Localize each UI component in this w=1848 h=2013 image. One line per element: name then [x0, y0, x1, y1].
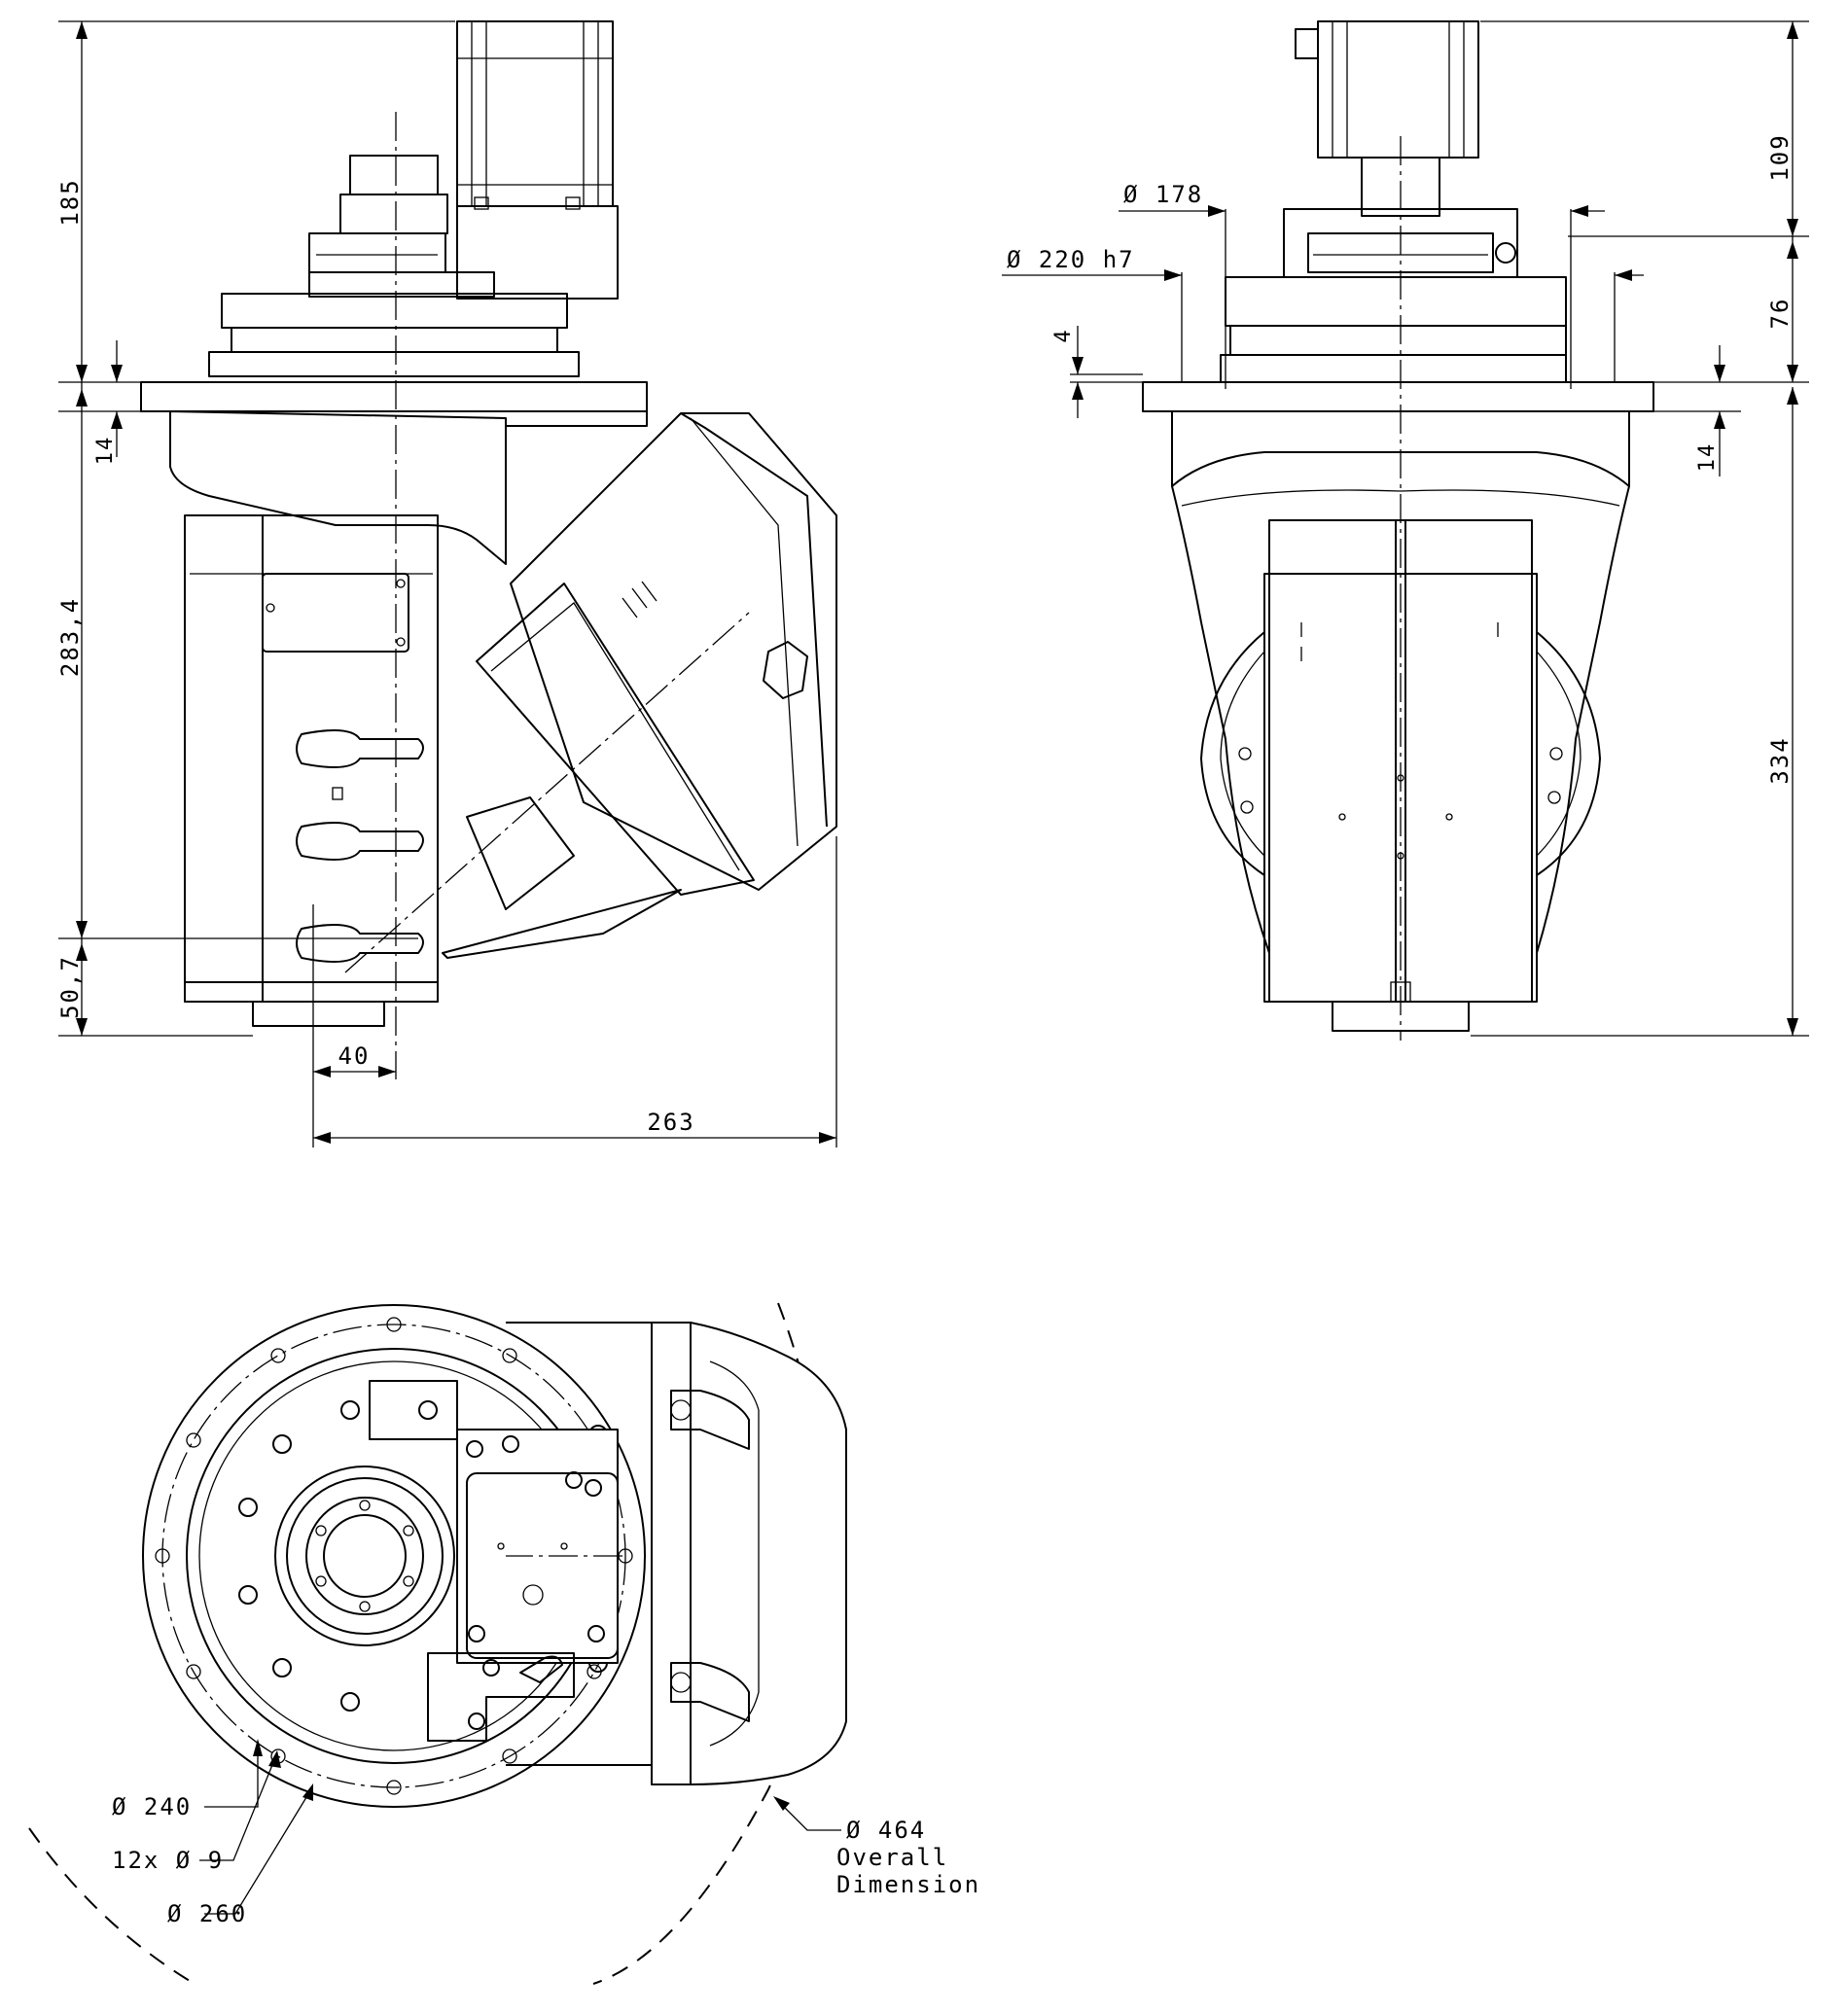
dim-109: 109	[1766, 133, 1794, 181]
overall-label: Overall	[836, 1844, 948, 1871]
dim-40: 40	[338, 1042, 371, 1070]
dim-diameter-260: Ø 260	[167, 1900, 247, 1927]
dim-diameter-464: Ø 464	[846, 1817, 926, 1844]
dim-263: 263	[647, 1109, 694, 1136]
dim-14-right: 14	[1695, 442, 1720, 473]
dim-76: 76	[1766, 298, 1794, 330]
dim-diameter-240: Ø 240	[112, 1793, 192, 1820]
dim-4: 4	[1051, 328, 1076, 342]
dim-diameter-220-h7: Ø 220 h7	[1007, 246, 1135, 273]
dim-14-left: 14	[93, 436, 118, 466]
dim-diameter-178: Ø 178	[1123, 181, 1203, 208]
top-view: Ø 240 12x Ø 9 Ø 260 Ø 464 Overall Dimens…	[28, 1302, 980, 1985]
dimension-label: Dimension	[836, 1871, 980, 1898]
dim-334: 334	[1766, 736, 1794, 784]
dim-283-4: 283,4	[56, 597, 84, 677]
side-view: 185 14 283,4 50,7 40 263	[56, 20, 837, 1148]
dim-12x-diameter-9: 12x Ø 9	[112, 1847, 224, 1874]
dim-185: 185	[56, 178, 84, 226]
front-view: Ø 178 Ø 220 h7 4 109 76 334 14	[1002, 20, 1809, 1041]
dim-50-7: 50,7	[56, 955, 84, 1019]
